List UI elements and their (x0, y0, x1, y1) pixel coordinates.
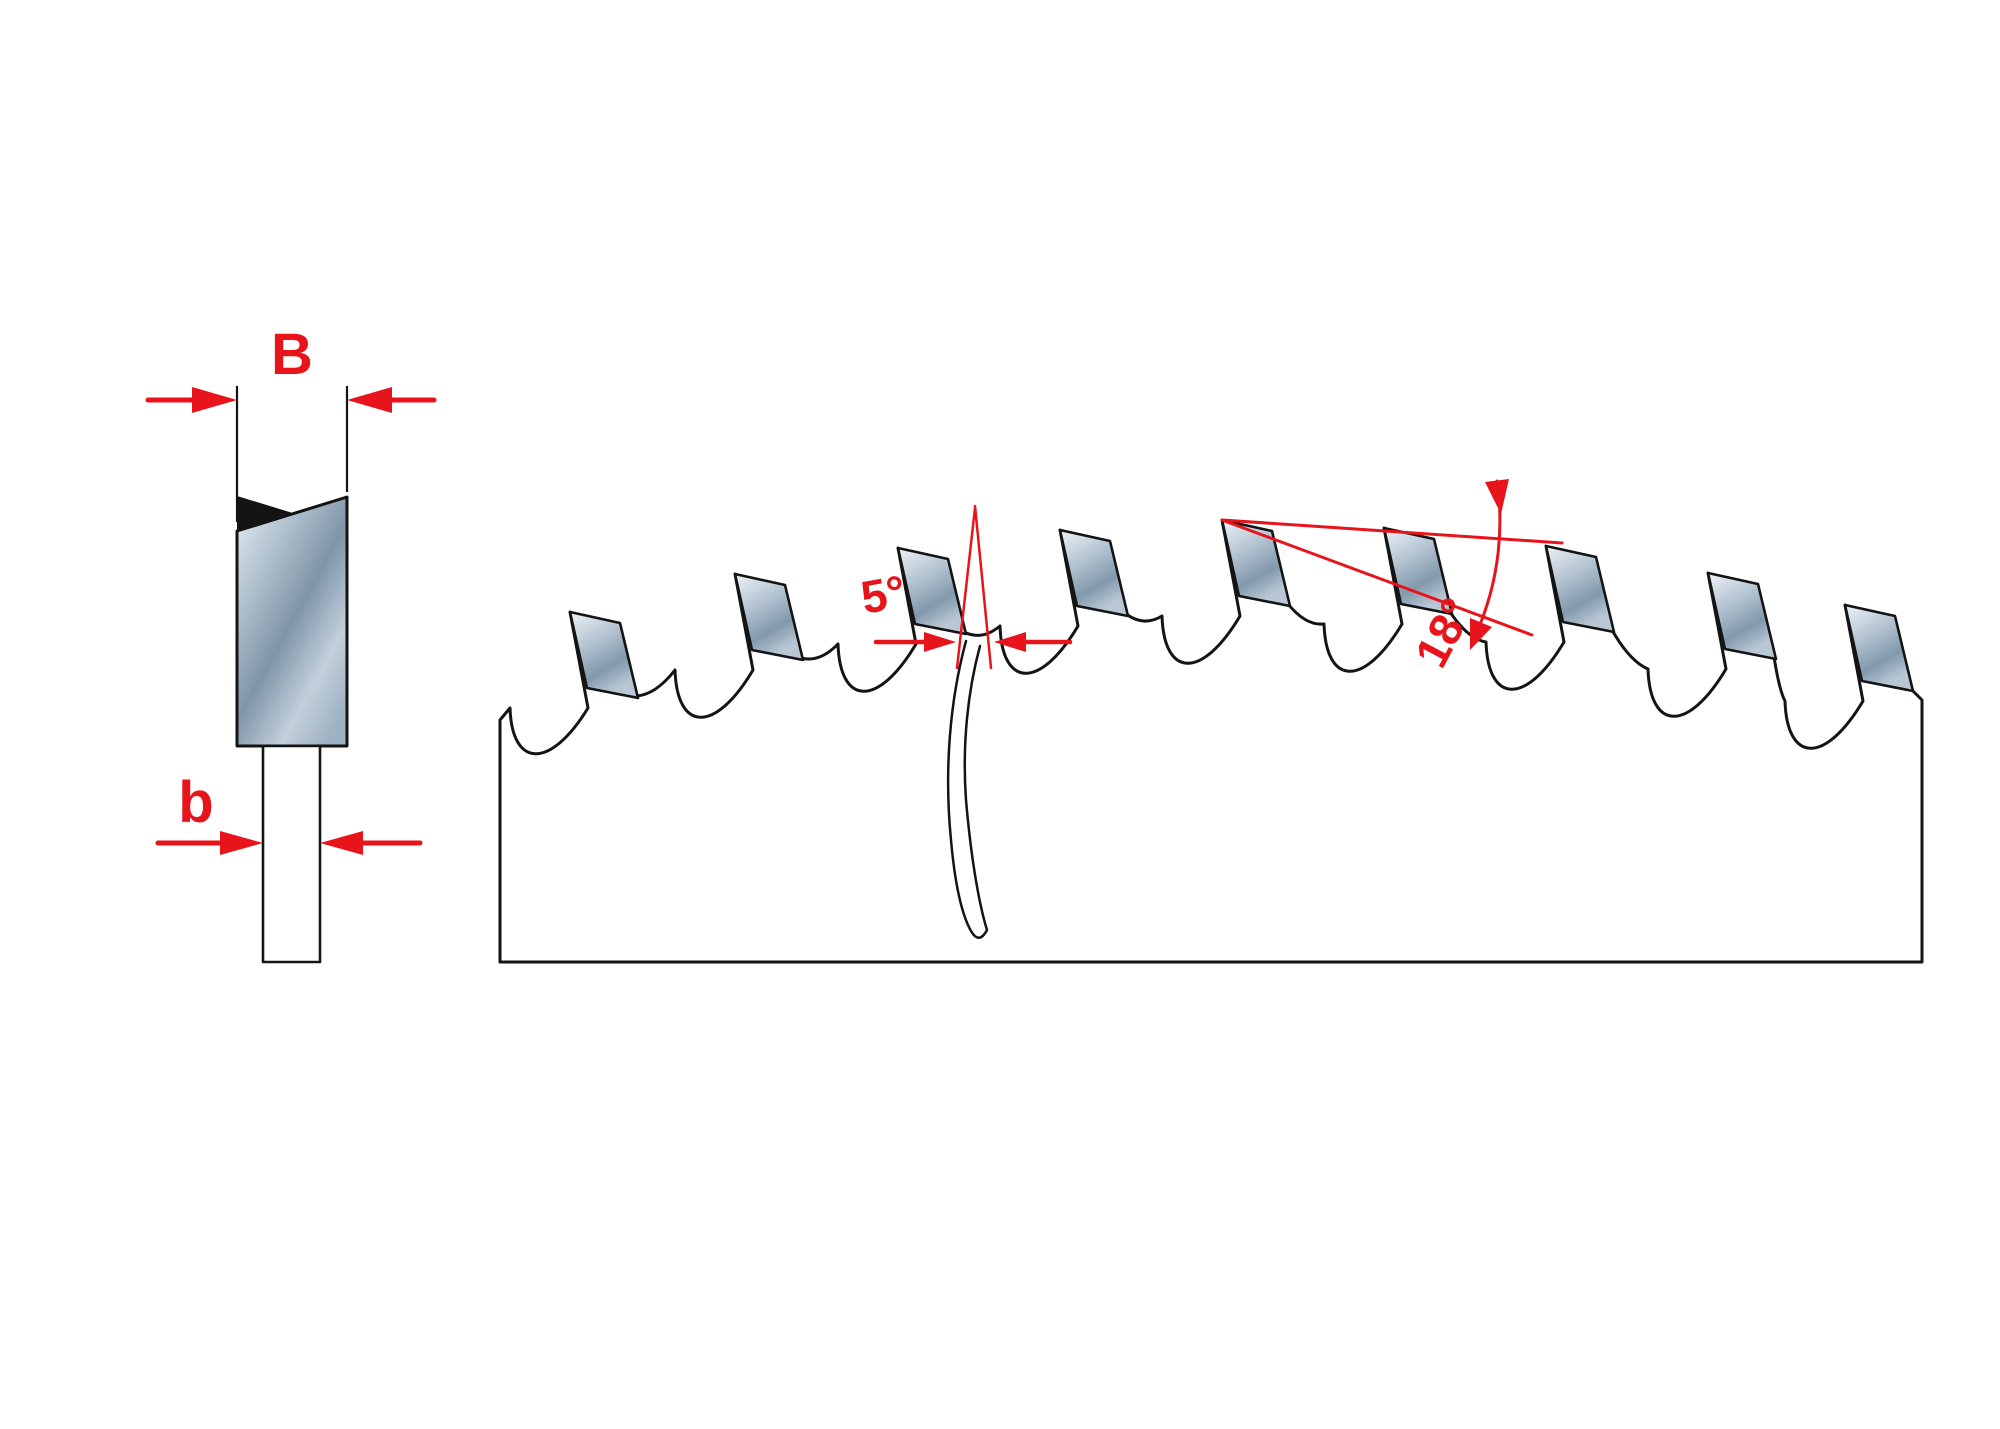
carbide-tip (1843, 603, 1915, 693)
carbide-teeth-group (568, 518, 1915, 700)
blade-segment-figure: 5° 18° (498, 479, 1924, 964)
hook-angle-arrow-bottom-icon (1470, 618, 1492, 650)
kerf-arrow-left-icon (192, 387, 237, 413)
kerf-arrow-right-icon (347, 387, 392, 413)
plate-arrow-right-icon (320, 831, 363, 855)
hook-angle-arrow-top-icon (1485, 479, 1509, 514)
slot-arrow-right-icon (994, 632, 1026, 652)
carbide-tip (733, 572, 805, 662)
kerf-width-label: B (271, 322, 313, 387)
expansion-slot (946, 639, 989, 939)
blade-body-outline (498, 518, 1924, 964)
carbide-tip (1544, 544, 1616, 634)
slot-angle-label: 5° (857, 565, 909, 624)
tooth-cross-section-figure: B b (145, 322, 437, 964)
carbide-tip (1220, 518, 1292, 608)
slot-angle-line-left (955, 506, 977, 670)
slot-arrow-left-icon (924, 632, 956, 652)
blade-body-group (498, 518, 1924, 964)
hook-angle-face-line (1220, 518, 1534, 637)
plate-thickness-label: b (178, 770, 213, 835)
opposite-bevel-triangle (237, 496, 296, 532)
carbide-tip-front-view (235, 495, 349, 748)
carbide-tip (1058, 528, 1130, 618)
slot-angle-line-right (973, 504, 993, 670)
carbide-tip (1706, 571, 1778, 661)
hook-angle-tangent-line (1220, 518, 1564, 545)
carbide-tip (568, 610, 640, 700)
carbide-tip (896, 546, 968, 636)
carbide-tip (1382, 526, 1454, 616)
plate-arrow-left-icon (220, 831, 263, 855)
blade-plate-front-view (261, 744, 322, 964)
